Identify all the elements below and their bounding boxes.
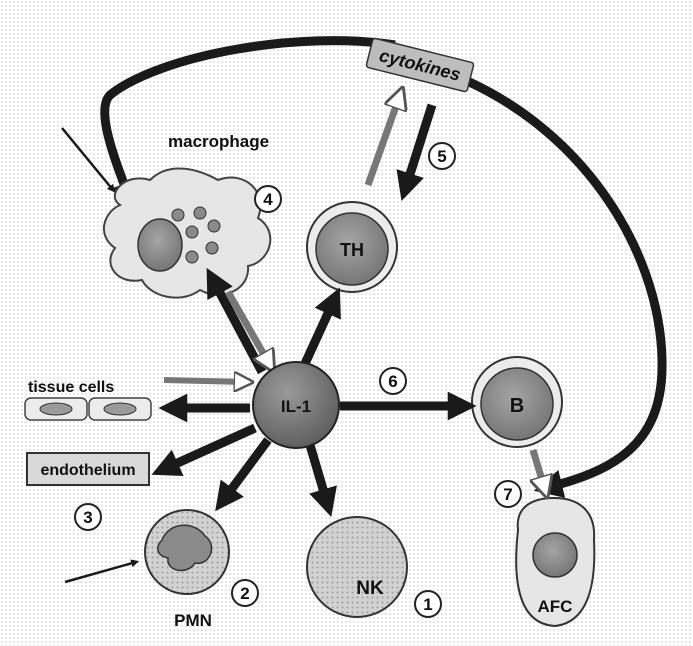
macrophage-label: macrophage xyxy=(168,132,269,151)
number-badge-3: 3 xyxy=(75,504,101,530)
b-cell: B xyxy=(472,357,562,447)
number-badge-5: 5 xyxy=(429,143,455,169)
pmn-label: PMN xyxy=(174,611,212,630)
tissue-to-il1-arrow xyxy=(164,380,246,382)
il1-label: IL-1 xyxy=(281,397,311,416)
pmn-cell xyxy=(145,510,229,594)
number-6: 6 xyxy=(388,372,397,391)
number-badge-1: 1 xyxy=(415,591,441,617)
number-1: 1 xyxy=(423,595,432,614)
th-cell: TH xyxy=(307,202,397,292)
number-5: 5 xyxy=(437,147,446,166)
number-badge-6: 6 xyxy=(380,368,406,394)
il1-cell: IL-1 xyxy=(253,362,339,448)
endothelium-label: endothelium xyxy=(40,462,135,479)
endothelium-box: endothelium xyxy=(27,453,149,485)
number-badge-7: 7 xyxy=(495,481,521,507)
afc-label: AFC xyxy=(538,597,573,616)
number-badge-2: 2 xyxy=(232,580,258,606)
number-4: 4 xyxy=(263,190,273,209)
number-2: 2 xyxy=(240,584,249,603)
th-label: TH xyxy=(340,240,364,260)
number-7: 7 xyxy=(503,485,512,504)
nk-cell: NK xyxy=(307,517,407,617)
macrophage-cell xyxy=(104,168,270,297)
b-label: B xyxy=(510,395,524,417)
number-badge-4: 4 xyxy=(255,186,281,212)
number-3: 3 xyxy=(83,508,92,527)
nk-label: NK xyxy=(356,578,384,599)
afc-cell: AFC xyxy=(516,498,594,626)
tissue-cells-label: tissue cells xyxy=(28,379,114,396)
